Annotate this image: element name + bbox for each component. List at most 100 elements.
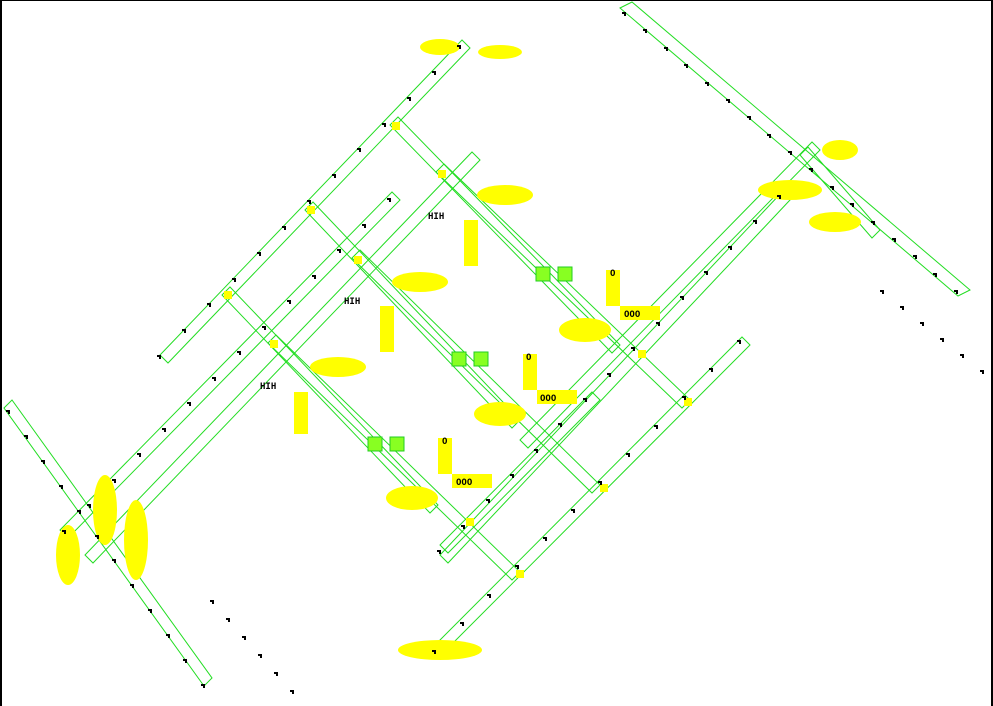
glider-cell — [609, 373, 611, 375]
glider-cell — [209, 305, 211, 307]
glider-cell — [517, 565, 519, 567]
glider-cell — [189, 402, 191, 404]
glider-cell — [61, 487, 63, 489]
highlight-clusters — [56, 39, 861, 660]
wire-node-7 — [638, 350, 646, 358]
glider-cell — [459, 45, 461, 47]
glider-cell — [6, 410, 8, 412]
glider-cell — [362, 224, 364, 226]
glyph-hih-3: HIH — [260, 382, 276, 392]
glider-cell — [26, 437, 28, 439]
glider-cell — [274, 672, 276, 674]
glider-cell — [915, 257, 917, 259]
cluster-left-2 — [124, 500, 148, 580]
cluster-left-3 — [56, 525, 80, 585]
glider-cell — [739, 342, 741, 344]
glider-cell — [728, 101, 730, 103]
glider-cell — [633, 349, 635, 351]
glider-cell — [769, 134, 771, 136]
cluster-left-1 — [93, 475, 117, 545]
glider-cell — [622, 12, 624, 14]
cluster-right-3 — [809, 212, 861, 232]
glider-cell — [8, 412, 10, 414]
glyph-ooo-3: OOO — [456, 478, 473, 488]
wire-node-4 — [438, 170, 446, 178]
glider-cell — [130, 584, 132, 586]
glider-cell — [737, 340, 739, 342]
glider-cell — [684, 396, 686, 398]
glider-cell — [940, 338, 942, 340]
glider-cell — [309, 200, 311, 202]
gadget-4-bar — [620, 306, 660, 320]
glider-cell — [900, 306, 902, 308]
glider-cell — [935, 275, 937, 277]
glider-cell — [682, 298, 684, 300]
glider-cell — [711, 370, 713, 372]
glider-cell — [257, 252, 259, 254]
glider-cell — [705, 82, 707, 84]
glider-cell — [726, 99, 728, 101]
glider-cell — [755, 220, 757, 222]
glider-cell — [97, 535, 99, 537]
glider-cell — [284, 226, 286, 228]
wire-node-2 — [307, 206, 315, 214]
glider-cell — [114, 559, 116, 561]
glider-cell — [203, 686, 205, 688]
glider-cell — [488, 501, 490, 503]
glider-cell — [811, 170, 813, 172]
gadget-5-bar — [537, 390, 577, 404]
glyph-o-2: O — [526, 353, 532, 363]
junction-3 — [451, 351, 467, 367]
glider-cell — [232, 278, 234, 280]
glider-cell — [207, 303, 209, 305]
glider-cell — [645, 31, 647, 33]
glider-cell — [284, 228, 286, 230]
glider-cell — [307, 200, 309, 202]
glider-cell — [573, 511, 575, 513]
glider-cell — [184, 329, 186, 331]
glider-cell — [749, 116, 751, 118]
glider-cell — [666, 47, 668, 49]
tube-upper-a — [389, 116, 621, 354]
glider-cell — [282, 226, 284, 228]
glider-cell — [182, 329, 184, 331]
glider-cell — [585, 398, 587, 400]
glider-cell — [628, 455, 630, 457]
glider-cell — [560, 423, 562, 425]
glider-cell — [913, 255, 915, 257]
glider-cell — [168, 636, 170, 638]
glyph-hih-1: HIH — [428, 212, 444, 222]
junctions — [367, 266, 573, 452]
glider-cell — [882, 290, 884, 292]
glider-cell — [982, 372, 984, 374]
glider-cell — [902, 306, 904, 308]
glider-cell — [462, 622, 464, 624]
junction-2 — [557, 266, 573, 282]
cluster-top-2 — [478, 45, 522, 59]
glider-cell — [980, 370, 982, 372]
glider-cell — [407, 97, 409, 99]
glider-cell — [707, 84, 709, 86]
glider-cell — [61, 485, 63, 487]
glider-cell — [77, 510, 79, 512]
glider-cell — [777, 195, 779, 197]
glider-cell — [434, 73, 436, 75]
glider-cell — [332, 174, 334, 176]
glyph-o-3: O — [442, 437, 448, 447]
glider-cell — [112, 559, 114, 561]
glider-cell — [658, 322, 660, 324]
glider-cell — [132, 584, 134, 586]
glider-cell — [287, 300, 289, 302]
wire-node-3 — [224, 291, 232, 299]
glider-cell — [560, 425, 562, 427]
glider-cell — [830, 186, 832, 188]
tube-diag-1 — [159, 39, 471, 364]
glider-cell — [203, 684, 205, 686]
glider-cell — [289, 302, 291, 304]
glider-cell — [212, 602, 214, 604]
glider-cell — [209, 303, 211, 305]
tube-group-nwse — [3, 1, 971, 687]
glider-cell — [434, 650, 436, 652]
glider-cell — [234, 280, 236, 282]
